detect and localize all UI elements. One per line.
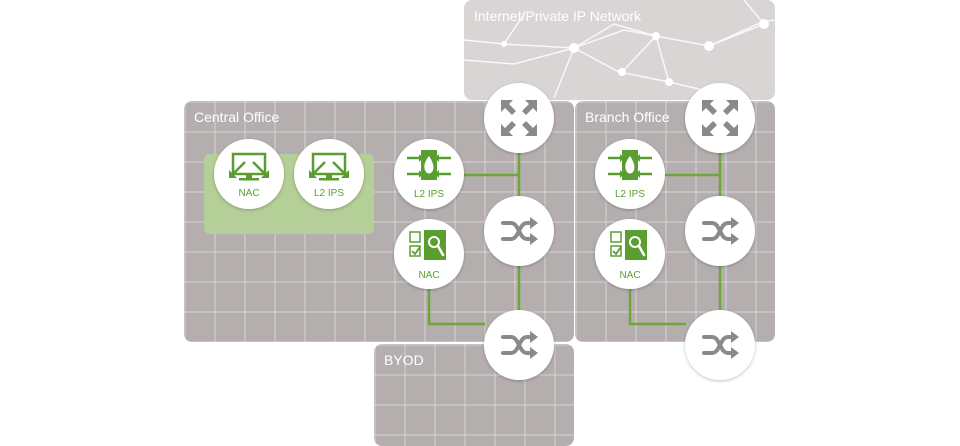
central-nac-monitor-node[interactable]: NAC <box>214 139 284 209</box>
internet-zone-label: Internet/Private IP Network <box>474 8 642 24</box>
central-l2ips-monitor-label: L2 IPS <box>314 188 344 199</box>
byod-switch-node[interactable] <box>484 310 554 380</box>
byod-label: BYOD <box>384 352 424 368</box>
central-nac-inline-node[interactable]: NAC <box>394 219 464 289</box>
central-l2ips-monitor-node[interactable]: L2 IPS <box>294 139 364 209</box>
branch-router-node[interactable] <box>685 83 755 153</box>
branch-office-label: Branch Office <box>585 109 670 125</box>
branch-nac-inline-node[interactable]: NAC <box>595 219 665 289</box>
central-router-node[interactable] <box>484 83 554 153</box>
central-office-label: Central Office <box>194 109 280 125</box>
branch-l2ips-inline-node[interactable]: L2 IPS <box>595 139 665 209</box>
central-nac-monitor-label: NAC <box>238 188 259 199</box>
branch-l2ips-inline-label: L2 IPS <box>615 189 645 200</box>
central-l2ips-inline-node[interactable]: L2 IPS <box>394 139 464 209</box>
network-links <box>427 140 722 345</box>
network-mesh-graphic <box>464 0 775 99</box>
central-nac-inline-label: NAC <box>418 270 439 281</box>
branch-nac-link <box>628 280 686 326</box>
central-l2ips-inline-label: L2 IPS <box>414 189 444 200</box>
central-switch-node[interactable] <box>484 196 554 266</box>
branch-edge-switch-node[interactable] <box>685 310 755 380</box>
branch-switch-node[interactable] <box>685 196 755 266</box>
branch-nac-inline-label: NAC <box>619 270 640 281</box>
central-nac-link <box>427 280 485 326</box>
